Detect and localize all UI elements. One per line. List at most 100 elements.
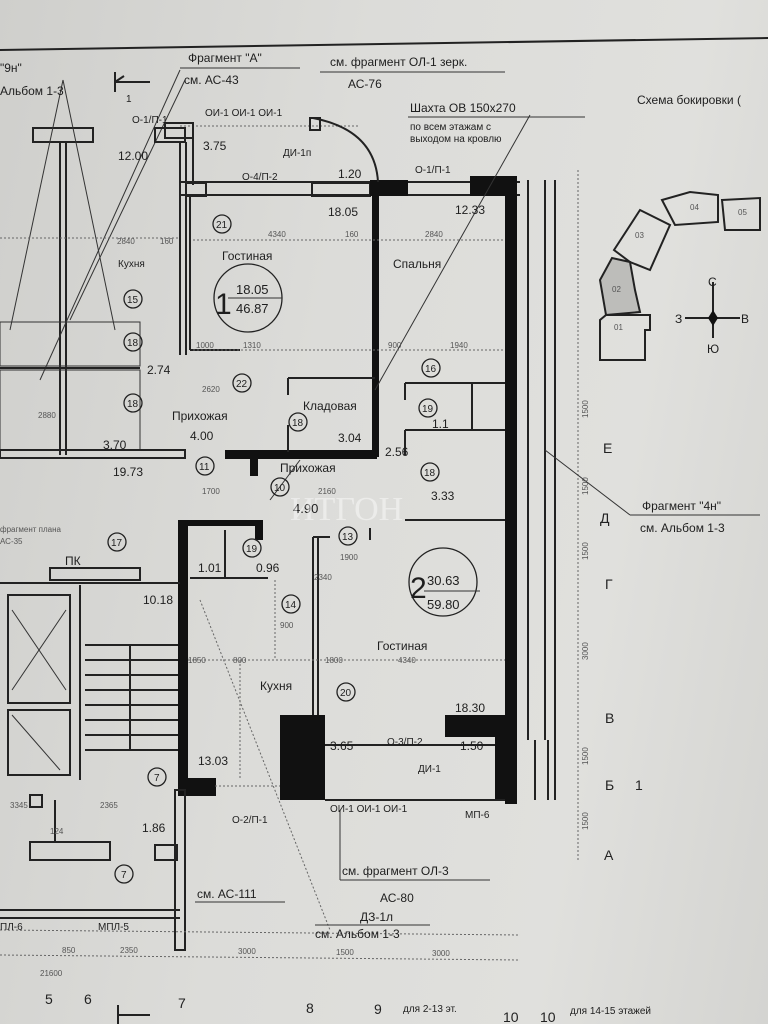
mark-o1p1-left: О-1/П-1 xyxy=(132,115,168,126)
callout-shaft-note-1: по всем этажам с xyxy=(410,122,491,133)
dimension: 2840 xyxy=(425,230,443,239)
section-arrow-icon xyxy=(117,1005,150,1024)
dimension: 1500 xyxy=(581,747,590,765)
axis-col-10b: 10 xyxy=(540,1009,556,1024)
callout-album-top: Альбом 1-3 xyxy=(0,84,64,98)
room-storage-area: 3.04 xyxy=(338,431,362,445)
callout-for-2-13: для 2-13 эт. xyxy=(403,1004,457,1015)
callout-dz1l: ДЗ-1л xyxy=(360,910,393,924)
mark-o4p2: О-4/П-2 xyxy=(242,172,278,183)
mark-pl6: ПЛ-6 xyxy=(0,922,23,933)
dimension: 3000 xyxy=(581,642,590,660)
room-kitchen-2-area: 13.03 xyxy=(198,754,228,768)
room-left-area-3: 2.74 xyxy=(147,363,171,377)
dimension: 1900 xyxy=(340,553,358,562)
dimension: 1310 xyxy=(243,341,261,350)
callouts: "9н" Альбом 1-3 Фрагмент "А" см. АС-43 с… xyxy=(0,51,741,1017)
dimension: 4340 xyxy=(398,656,416,665)
room-stair-area: 10.18 xyxy=(143,593,173,607)
room-marker: 18 xyxy=(127,399,139,410)
room-hall-2: Прихожая xyxy=(280,461,336,475)
scheme-title: Схема бокировки ( xyxy=(637,93,741,107)
left-apartment xyxy=(0,69,187,459)
room-wc-1-area: 1.1 xyxy=(432,417,449,431)
element-marks: О-1/П-1 О-1/П-1 О-4/П-2 ОИ-1 ОИ-1 ОИ-1 Д… xyxy=(0,72,490,1024)
room-marker: 19 xyxy=(422,404,434,415)
dimension: 3000 xyxy=(238,947,256,956)
room-marker: 7 xyxy=(121,870,127,881)
door-swing-arc xyxy=(312,117,379,183)
room-marker: 13 xyxy=(342,532,354,543)
block-scheme: 01 02 03 04 05 С Ю З В xyxy=(598,190,761,361)
mark-o3p2: О-3/П-2 xyxy=(387,737,423,748)
callout-shaft-note-2: выходом на кровлю xyxy=(410,134,502,145)
apartment-living-area: 30.63 xyxy=(427,573,460,588)
dimension: 1500 xyxy=(581,812,590,830)
compass-icon: С Ю З В xyxy=(675,275,749,356)
room-balcony-top-area: 1.20 xyxy=(338,167,362,181)
room-kitchen-left: Кухня xyxy=(118,259,145,270)
apartment-2-walls xyxy=(178,520,515,931)
mark-mpl5: МПЛ-5 xyxy=(98,922,129,933)
facade-wall xyxy=(527,170,760,860)
dimension: 160 xyxy=(345,230,359,239)
watermark: ИТГОН xyxy=(290,491,403,528)
dimension: 900 xyxy=(388,341,402,350)
dimension: 1500 xyxy=(581,477,590,495)
room-marker: 22 xyxy=(236,379,248,390)
axis-row-e: Е xyxy=(603,440,612,456)
axis-col-8: 8 xyxy=(306,1000,314,1016)
room-hall-1: Прихожая xyxy=(172,409,228,423)
room-loggia-area: 1.50 xyxy=(460,739,484,753)
compass-west: З xyxy=(675,312,682,326)
room-storage: Кладовая xyxy=(303,399,357,413)
room-marker: 19 xyxy=(246,544,258,555)
axis-col-9: 9 xyxy=(374,1001,382,1017)
dimension: 2840 xyxy=(117,237,135,246)
room-living-2-area: 18.30 xyxy=(455,701,485,715)
axis-col-5: 5 xyxy=(45,991,53,1007)
section-arrow-icon xyxy=(114,72,150,92)
room-kitchen-2: Кухня xyxy=(260,679,292,693)
room-wc-2a-area: 1.01 xyxy=(198,561,222,575)
room-bedroom-1-area: 12.33 xyxy=(455,203,485,217)
dimension: 1500 xyxy=(581,400,590,418)
room-living-1: Гостиная xyxy=(222,249,272,263)
room-left-area-4: 3.70 xyxy=(103,438,127,452)
scheme-section: 03 xyxy=(635,231,644,240)
axis-col-7: 7 xyxy=(178,995,186,1011)
callout-see-ac111: см. АС-111 xyxy=(197,887,257,901)
dimension: 850 xyxy=(62,946,76,955)
dimension: 4340 xyxy=(268,230,286,239)
mark-mp6: МП-6 xyxy=(465,810,490,821)
callout-fragment-4n: Фрагмент "4н" xyxy=(642,499,721,513)
dimension: 3000 xyxy=(432,949,450,958)
room-marker: 21 xyxy=(216,220,228,231)
dimension: 21600 xyxy=(40,969,63,978)
dimension: 2620 xyxy=(202,385,220,394)
apartment-1-badge: 1 18.05 46.87 xyxy=(213,263,283,333)
callout-plan-fragment: фрагмент плана xyxy=(0,525,62,534)
scheme-section: 02 xyxy=(612,285,621,294)
scheme-section: 01 xyxy=(614,323,623,332)
sheet-border xyxy=(0,37,768,51)
room-marker: 17 xyxy=(111,538,123,549)
dimension: 1800 xyxy=(325,656,343,665)
apartment-2-badge: 2 30.63 59.80 xyxy=(408,547,480,617)
apartment-1-walls xyxy=(164,114,531,804)
dimension: 1940 xyxy=(450,341,468,350)
dimension: 1000 xyxy=(196,341,214,350)
callout-fragment-9n: "9н" xyxy=(0,61,22,75)
room-living-2: Гостиная xyxy=(377,639,427,653)
room-left-area-2: 3.75 xyxy=(203,139,227,153)
room-marker: 18 xyxy=(292,418,304,429)
room-living-1-area: 18.05 xyxy=(328,205,358,219)
room-balcony-area: 3.65 xyxy=(330,739,354,753)
room-marker: 20 xyxy=(340,688,352,699)
compass-north: С xyxy=(708,275,717,289)
axis-row-g: Г xyxy=(605,576,613,592)
callout-see-ol3: см. фрагмент ОЛ-3 xyxy=(342,864,449,878)
axis-row-b: Б xyxy=(605,777,614,793)
room-bath-2-area: 3.33 xyxy=(431,489,455,503)
